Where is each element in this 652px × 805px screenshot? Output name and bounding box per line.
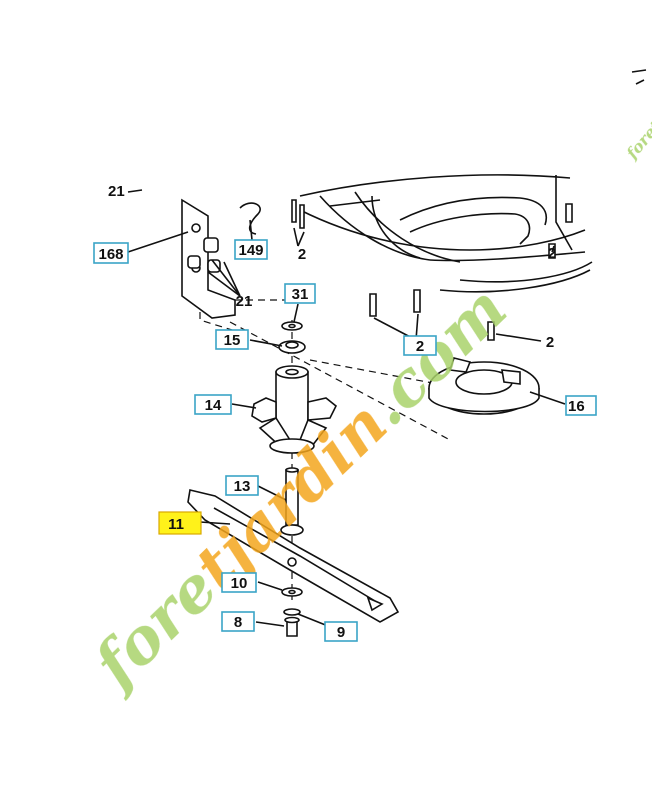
label-149-text: 149: [238, 242, 263, 259]
label-10-text: 10: [231, 575, 248, 592]
label-9-text: 9: [337, 624, 345, 641]
label-16[interactable]: 16: [565, 395, 597, 416]
label-15-text: 15: [224, 332, 241, 349]
label-2-right-text: 2: [546, 334, 554, 351]
label-2-right[interactable]: 2: [546, 334, 554, 351]
label-2-center-text: 2: [416, 338, 424, 355]
part-labels: 21 168 149 2 21 31 15 2 2: [93, 183, 597, 642]
label-16-text: 16: [568, 398, 585, 415]
label-13[interactable]: 13: [225, 475, 259, 496]
watermark-text: foretjardin.com: [77, 272, 521, 704]
label-10[interactable]: 10: [221, 572, 257, 593]
label-2-top[interactable]: 2: [298, 246, 306, 263]
label-21-bracket-text: 21: [236, 293, 253, 310]
label-168-text: 168: [98, 246, 123, 263]
label-149[interactable]: 149: [234, 239, 268, 260]
label-15[interactable]: 15: [215, 329, 249, 350]
label-9[interactable]: 9: [324, 621, 358, 642]
label-11-highlighted[interactable]: 11: [158, 511, 202, 535]
leader-lines: [127, 219, 566, 627]
mounting-bracket: [181, 198, 236, 319]
label-14[interactable]: 14: [194, 394, 232, 415]
spring-washer: [283, 608, 301, 616]
label-2-center[interactable]: 2: [403, 335, 437, 356]
label-21-partial: 21: [108, 183, 125, 200]
label-31[interactable]: 31: [284, 283, 316, 304]
spindle-shaft: [280, 467, 304, 536]
label-21-bracket[interactable]: 21: [236, 293, 253, 310]
corner-marks: [631, 69, 647, 85]
label-8[interactable]: 8: [221, 611, 255, 632]
label-8-text: 8: [234, 614, 242, 631]
label-2-upper-right-text: 2: [548, 245, 556, 262]
label-11-text: 11: [168, 516, 184, 533]
spacer-ring: [428, 357, 540, 415]
label-2-top-text: 2: [298, 246, 306, 263]
label-14-text: 14: [205, 397, 222, 414]
label-13-text: 13: [234, 478, 251, 495]
mower-deck-housing: [299, 174, 593, 293]
blade-washer: [281, 587, 303, 597]
bearing: [278, 340, 306, 354]
blade-bolt: [284, 616, 300, 637]
washer: [281, 321, 303, 331]
spindle-housing: [251, 365, 338, 454]
watermark-small-text: foretjardin.com: [622, 43, 652, 163]
label-2-upper-right[interactable]: 2: [548, 245, 556, 262]
label-168[interactable]: 168: [93, 242, 129, 264]
mower-blade: [187, 489, 400, 623]
label-31-text: 31: [292, 286, 309, 303]
deck-bolts: [291, 199, 573, 341]
hair-pin-clip: [239, 202, 261, 235]
